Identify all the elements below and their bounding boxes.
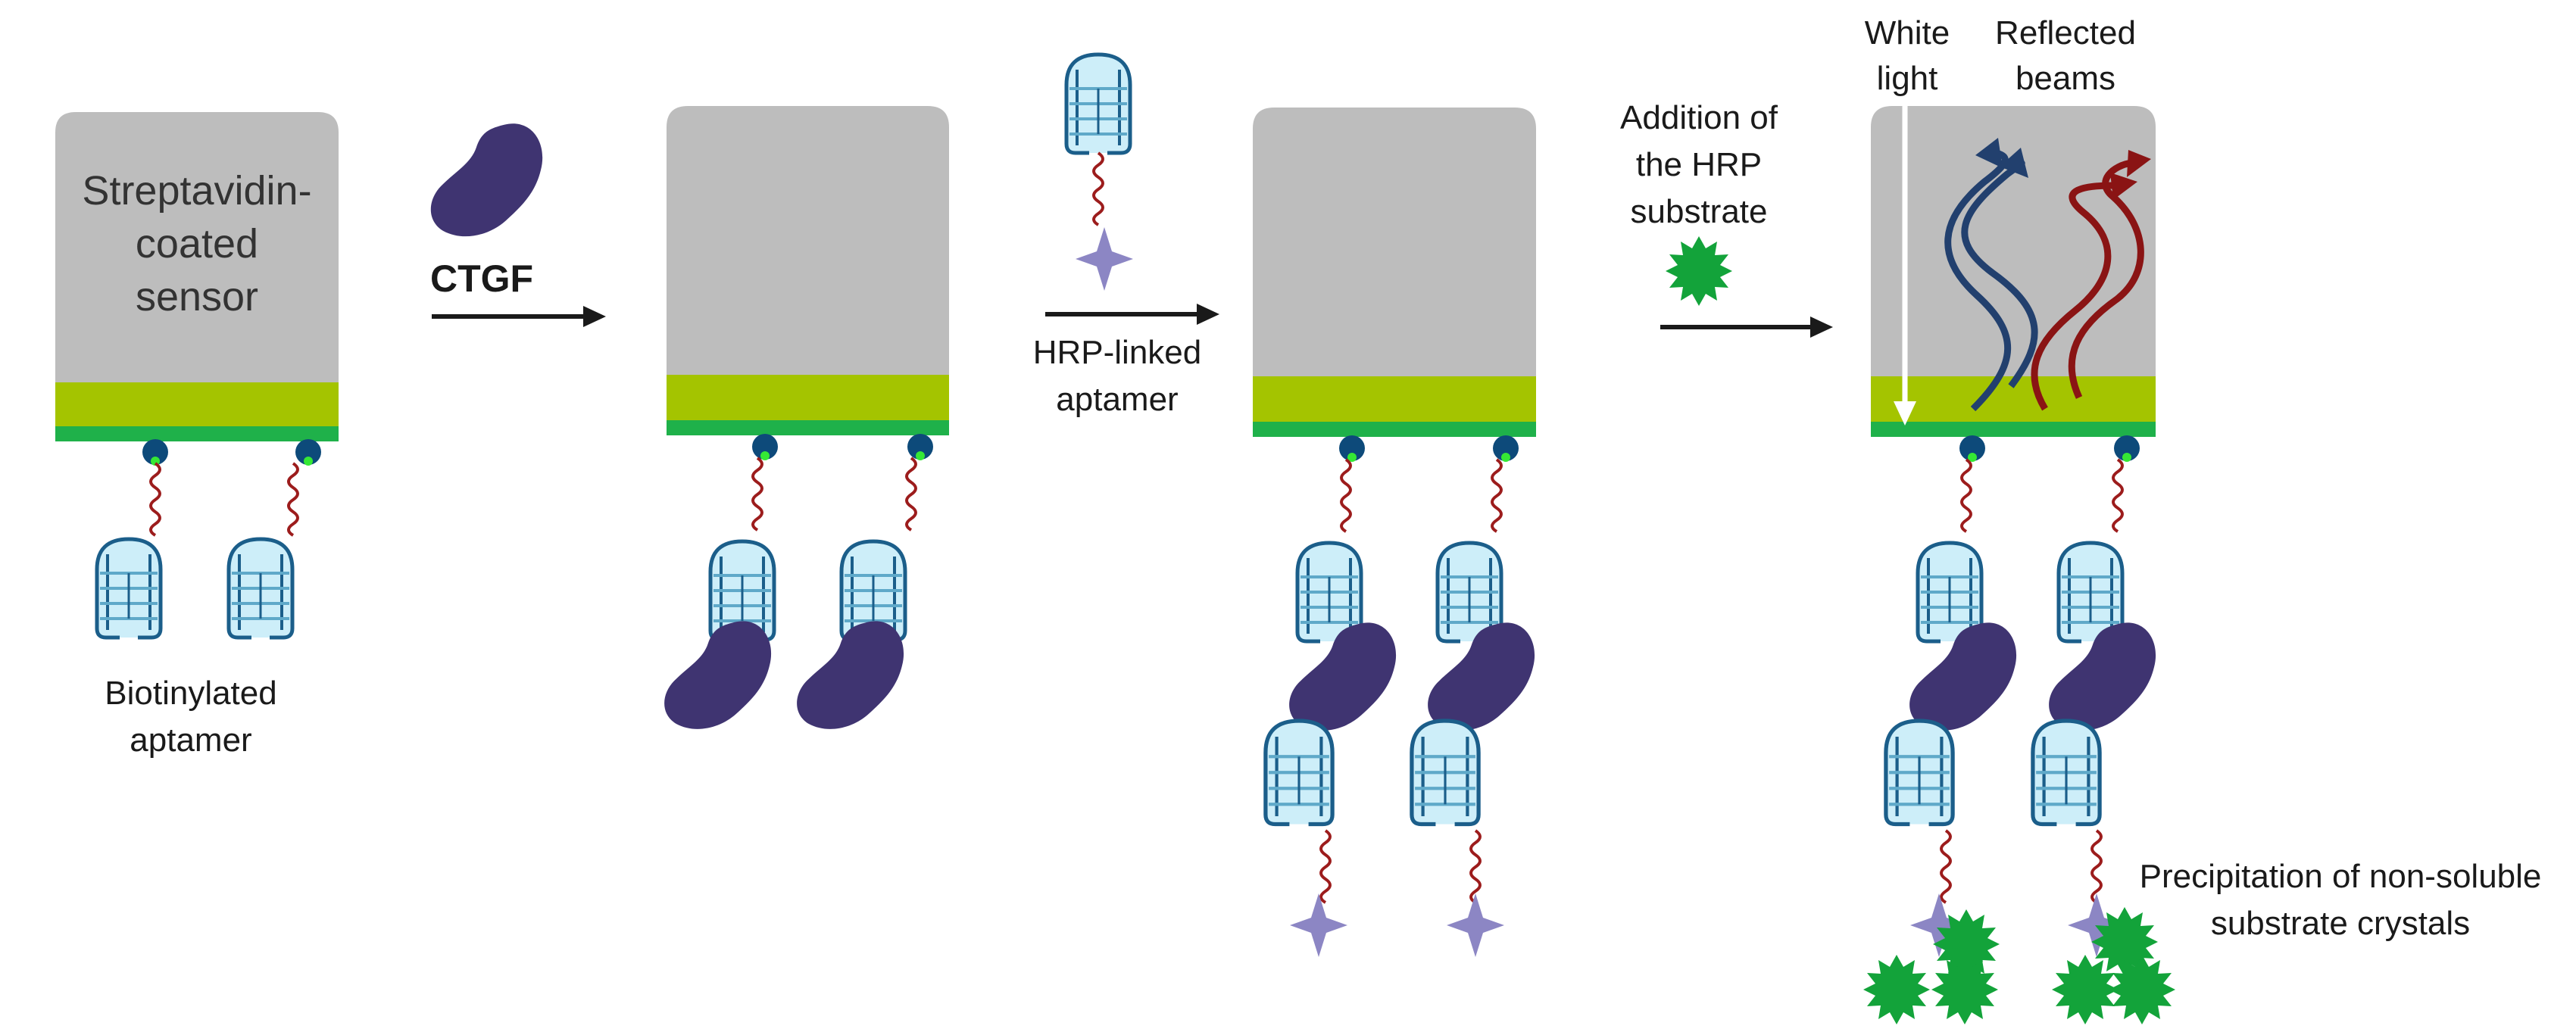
ctgf-label: CTGF [430, 257, 533, 300]
substrate-crystal-icon [1863, 955, 1930, 1024]
reflected-beam-blue-head [1975, 138, 2003, 168]
sandwich-assembly [1863, 435, 2017, 1024]
ctgf-icon [430, 123, 543, 237]
aptamer-assembly [229, 439, 321, 638]
panel-4: White light Reflected beams [1863, 14, 2541, 1024]
hrp-star-icon [1076, 227, 1133, 291]
addition-label-line-1: Addition of [1620, 99, 1778, 136]
linker [2090, 829, 2103, 904]
linker [1469, 829, 1482, 904]
hrp-linked-aptamer-label-line-2: aptamer [1056, 381, 1178, 418]
reflected-beam-red-head [2127, 150, 2151, 177]
sandwich-assembly [2033, 435, 2175, 1024]
sensor-tip [1253, 108, 1536, 382]
streptavidin-layer [1253, 422, 1536, 437]
hrp-aptamer-icon [1886, 721, 1953, 825]
biotin-bead [2114, 435, 2140, 462]
aptamer-assembly [797, 434, 933, 729]
aptamer-icon [97, 539, 161, 638]
hrp-aptamer-icon [1412, 721, 1478, 825]
reflected-beam-blue-head [2000, 148, 2028, 178]
biotin-bead [1339, 435, 1365, 462]
hrp-step: HRP-linked aptamer [1033, 55, 1219, 418]
substrate-crystal-icon [1931, 955, 1998, 1024]
reflected-beams-label-line-1: Reflected [1995, 14, 2136, 51]
white-light-label-line-1: White [1865, 14, 1950, 51]
coating-layer [1253, 376, 1536, 422]
aptamer-assembly [664, 434, 778, 729]
streptavidin-layer [55, 426, 339, 441]
ctgf-icon [664, 621, 772, 729]
sensor-label-line-3: sensor [136, 274, 258, 320]
sensor-label-line-1: Streptavidin- [82, 168, 311, 214]
linker [1340, 458, 1352, 533]
white-light-label-line-2: light [1877, 60, 1938, 97]
linker [149, 462, 161, 537]
linker [287, 462, 299, 537]
coating-layer [55, 382, 339, 428]
sensor-tip [667, 106, 949, 382]
biotin-bead [1959, 435, 1985, 462]
linker [2112, 458, 2124, 533]
substrate-step: Addition of the HRP substrate [1620, 99, 1833, 338]
hrp-aptamer-icon [2033, 721, 2100, 825]
panel-1: Streptavidin- coated sensor Biotinylated… [55, 112, 339, 759]
reflected-beam-red [2031, 182, 2114, 411]
precipitation-label-line-2: substrate crystals [2211, 905, 2470, 942]
sandwich-assembly [1266, 435, 1397, 957]
linker [1940, 829, 1952, 904]
reflected-beams-label-line-2: beams [2016, 60, 2115, 97]
linker [905, 457, 917, 532]
arrow-2-head [1197, 304, 1219, 325]
addition-label-line-2: the HRP [1636, 146, 1762, 183]
streptavidin-layer [667, 420, 949, 435]
panel-3 [1253, 108, 1536, 957]
hrp-aptamer-icon [1266, 721, 1332, 825]
hrp-linked-aptamer-label-line-1: HRP-linked [1033, 334, 1202, 371]
linker [1491, 458, 1503, 533]
substrate-crystal-icon [1666, 236, 1732, 306]
arrow-1-head [583, 306, 606, 327]
sandwich-assembly [1412, 435, 1535, 957]
white-light-arrow-head [1894, 401, 1916, 426]
reflected-beam-red [2068, 159, 2144, 399]
linker [1092, 151, 1104, 226]
biotin-bead [295, 439, 321, 466]
hrp-star-icon [1290, 893, 1347, 957]
sensor-tip [55, 112, 339, 386]
biotin-bead [907, 434, 933, 460]
biotinylated-aptamer-label-line-2: aptamer [130, 722, 251, 759]
arrow-3-head [1810, 316, 1833, 338]
coating-layer [667, 375, 949, 420]
addition-label-line-3: substrate [1631, 193, 1768, 230]
aptamer-assembly [97, 439, 168, 638]
biotin-bead [752, 434, 778, 460]
sensor-label-line-2: coated [136, 221, 258, 267]
ctgf-step: CTGF [430, 123, 606, 327]
sensor-tip [1871, 106, 2156, 382]
streptavidin-layer [1871, 422, 2156, 437]
precipitation-label-line-1: Precipitation of non-soluble [2140, 858, 2542, 895]
aptamer-icon [1066, 55, 1130, 153]
biotin-bead [1493, 435, 1519, 462]
panel-2 [664, 106, 949, 729]
biotinylated-aptamer-label-line-1: Biotinylated [105, 675, 276, 712]
hrp-linked-aptamer-icon [1066, 55, 1133, 291]
linker [1960, 458, 1972, 533]
aptamer-icon [229, 539, 292, 638]
reflected-beam-red-head [2110, 173, 2137, 200]
biotin-bead [142, 439, 168, 466]
linker [751, 457, 763, 532]
linker [1319, 829, 1332, 904]
ctgf-icon [797, 621, 904, 729]
hrp-star-icon [1447, 893, 1504, 957]
